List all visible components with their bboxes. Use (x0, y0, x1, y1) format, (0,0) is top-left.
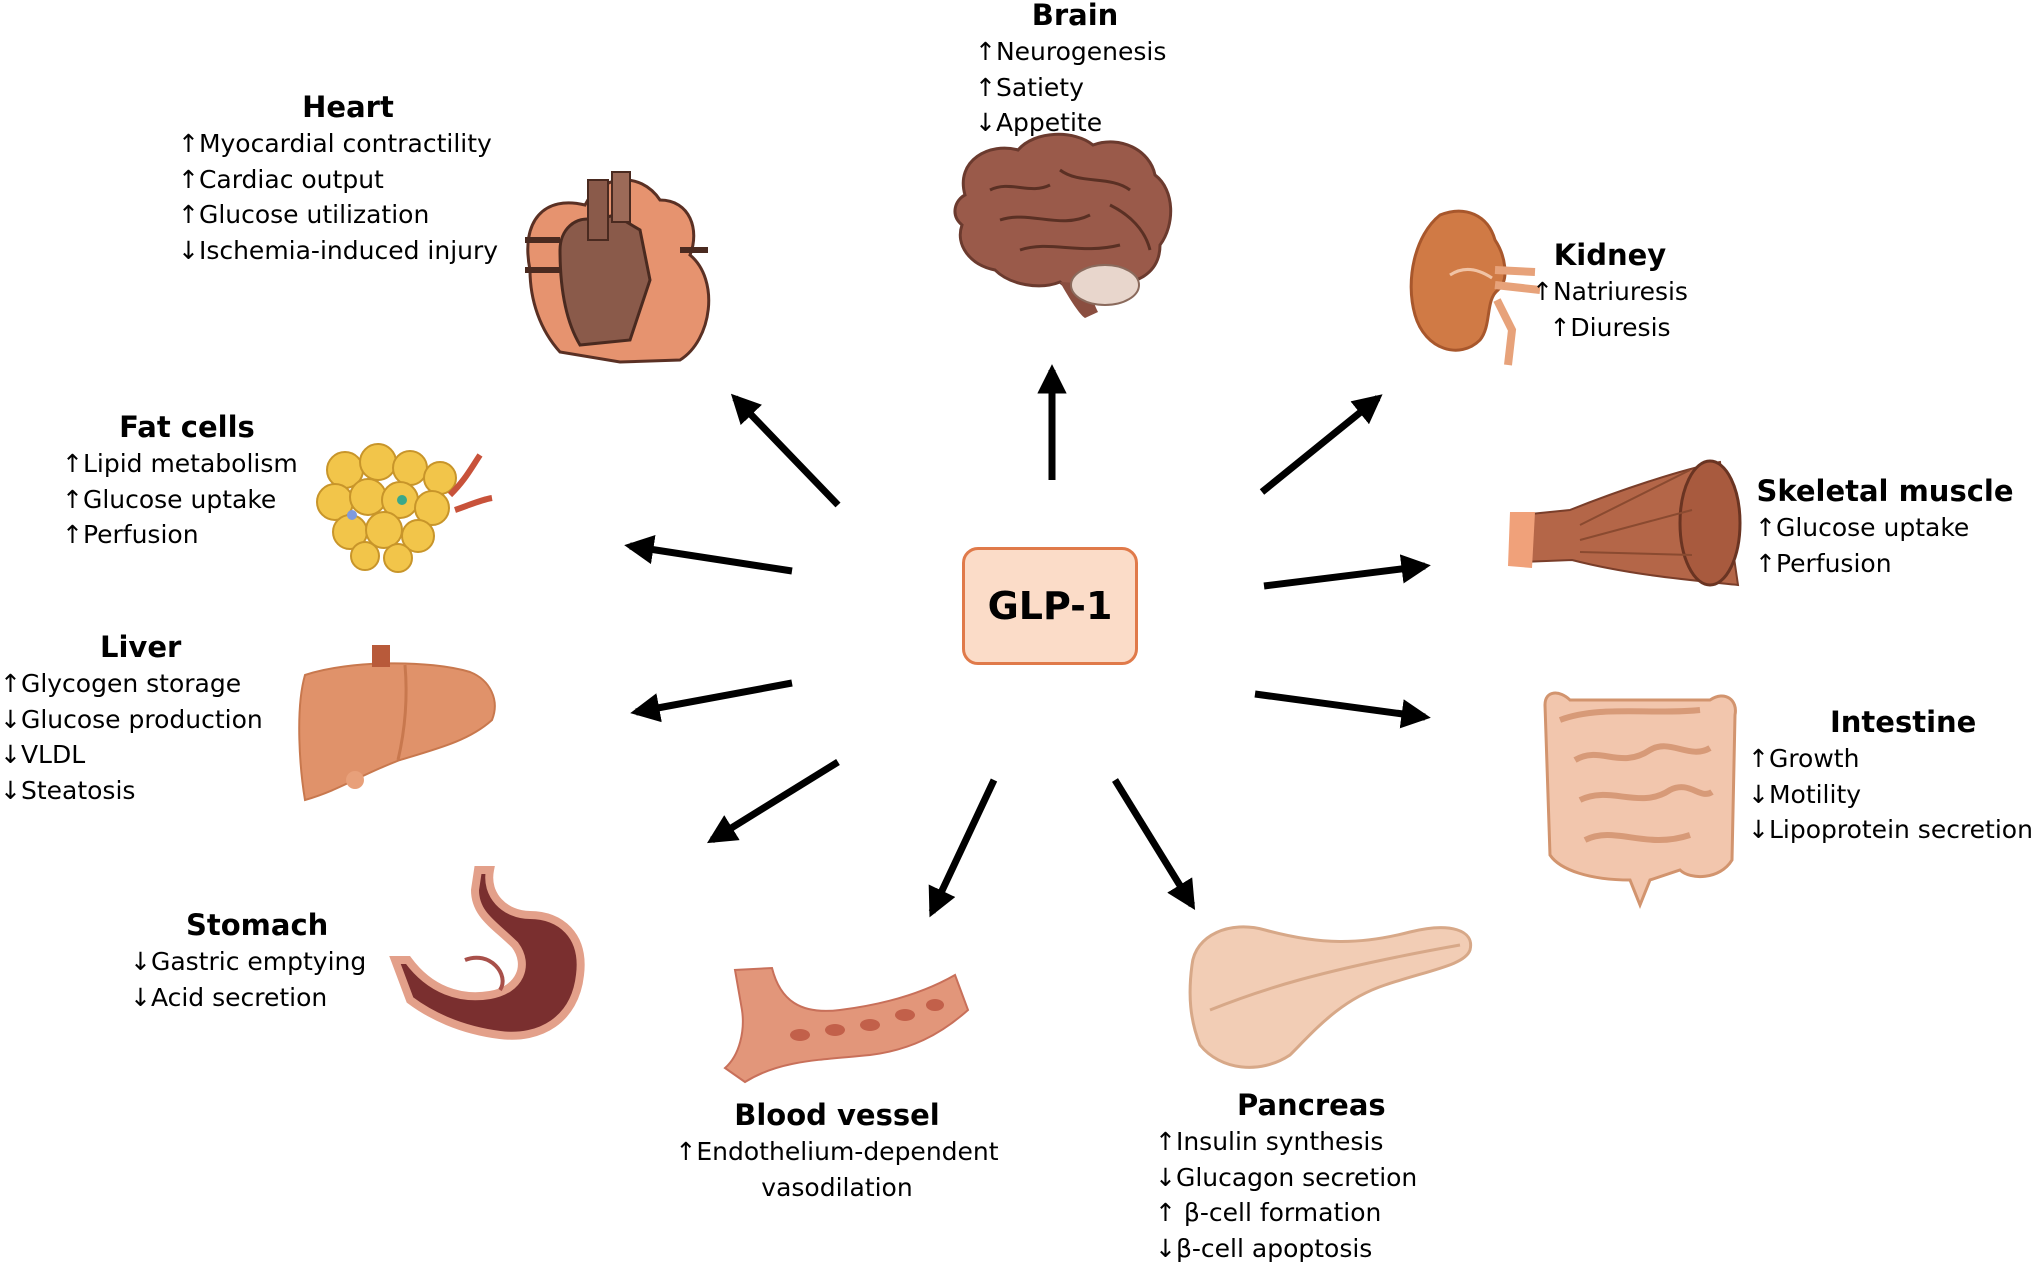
fat-cells-title: Fat cells (119, 410, 255, 444)
brain-effect-3: ↓Appetite (975, 108, 1103, 137)
kidney-title: Kidney (1553, 238, 1667, 272)
kidney-effect-1: ↑Natriuresis (1532, 277, 1688, 306)
pancreas-effect-2: ↓Glucagon secretion (1155, 1162, 1418, 1192)
skeletal-muscle-icon (1508, 459, 1742, 587)
heart-block: Heart ↑Myocardial contractility ↑Cardiac… (178, 88, 518, 268)
pancreas-icon (1188, 925, 1473, 1069)
pancreas-effect-1: ↑Insulin synthesis (1155, 1127, 1384, 1156)
heart-effect-4: ↓Ischemia-induced injury (178, 235, 499, 265)
pancreas-block: Pancreas ↑Insulin synthesis ↓Glucagon se… (1155, 1086, 1445, 1266)
intestine-title: Intestine (1830, 705, 1977, 739)
arrow-to-heart (730, 393, 841, 508)
liver-icon (298, 645, 496, 802)
glp1-label: GLP-1 (987, 584, 1113, 628)
fat-cells-effect-1: ↑Lipid metabolism (62, 449, 298, 478)
heart-title: Heart (302, 90, 394, 124)
liver-effect-2: ↓Glucose production (0, 704, 263, 734)
heart-effect-2: ↑Cardiac output (178, 164, 384, 194)
intestine-icon (1543, 691, 1737, 910)
stomach-title: Stomach (186, 908, 329, 942)
skeletal-muscle-title: Skeletal muscle (1756, 474, 2014, 508)
liver-effect-1: ↑Glycogen storage (0, 669, 242, 698)
arrow-to-stomach (707, 759, 840, 844)
stomach-block: Stomach ↓Gastric emptying ↓Acid secretio… (130, 906, 380, 1015)
pancreas-effect-3: ↑ β-cell formation (1155, 1198, 1382, 1227)
fat-cells-block: Fat cells ↑Lipid metabolism ↑Glucose upt… (62, 408, 312, 553)
liver-title: Liver (100, 630, 182, 664)
kidney-effect-2: ↑Diuresis (1549, 312, 1671, 342)
pancreas-title: Pancreas (1237, 1088, 1386, 1122)
fat-cells-effect-3: ↑Perfusion (62, 520, 199, 549)
liver-block: Liver ↑Glycogen storage ↓Glucose product… (0, 628, 280, 808)
fat-cells-effect-2: ↑Glucose uptake (62, 484, 277, 514)
glp1-box: GLP-1 (962, 547, 1138, 665)
stomach-effect-2: ↓Acid secretion (130, 982, 328, 1012)
skeletal-muscle-effect-1: ↑Glucose uptake (1755, 513, 1970, 542)
heart-icon (525, 171, 711, 364)
arrow-to-skeletal-muscle (1263, 554, 1431, 590)
stomach-icon (389, 866, 585, 1040)
intestine-effect-1: ↑Growth (1748, 744, 1860, 773)
arrow-to-intestine (1254, 690, 1431, 729)
fat-cells-icon (316, 443, 493, 573)
skeletal-muscle-block: Skeletal muscle ↑Glucose uptake ↑Perfusi… (1755, 472, 2015, 581)
skeletal-muscle-effect-2: ↑Perfusion (1755, 548, 1892, 578)
arrow-to-blood-vessel (928, 778, 998, 918)
arrows (624, 364, 1431, 918)
blood-vessel-icon (723, 966, 970, 1084)
arrow-to-liver (630, 679, 793, 723)
intestine-effect-2: ↓Motility (1748, 779, 1862, 809)
arrow-to-fat-cells (624, 535, 793, 575)
intestine-effect-3: ↓Lipoprotein secretion (1748, 815, 2031, 844)
kidney-block: Kidney ↑Natriuresis ↑Diuresis (1525, 236, 1695, 345)
pancreas-effect-4: ↓β-cell apoptosis (1155, 1233, 1373, 1263)
stomach-effect-1: ↓Gastric emptying (130, 947, 367, 976)
arrow-to-pancreas (1112, 778, 1196, 911)
blood-vessel-effect-1: ↑Endothelium-dependent (675, 1137, 999, 1166)
liver-effect-4: ↓Steatosis (0, 775, 136, 805)
heart-effect-3: ↑Glucose utilization (178, 200, 430, 229)
brain-icon (953, 132, 1173, 318)
kidney-icon (1409, 209, 1541, 366)
brain-effect-1: ↑Neurogenesis (975, 37, 1167, 66)
blood-vessel-block: Blood vessel ↑Endothelium-dependent vaso… (672, 1096, 1002, 1205)
arrow-to-kidney (1259, 394, 1383, 495)
brain-effect-2: ↑Satiety (975, 72, 1084, 102)
blood-vessel-title: Blood vessel (734, 1098, 940, 1132)
blood-vessel-effect-2: vasodilation (761, 1172, 913, 1202)
liver-effect-3: ↓VLDL (0, 740, 86, 769)
brain-block: Brain ↑Neurogenesis ↑Satiety ↓Appetite (955, 0, 1195, 141)
intestine-block: Intestine ↑Growth ↓Motility ↓Lipoprotein… (1748, 703, 2031, 848)
brain-title: Brain (1031, 0, 1119, 32)
heart-effect-1: ↑Myocardial contractility (178, 129, 492, 158)
